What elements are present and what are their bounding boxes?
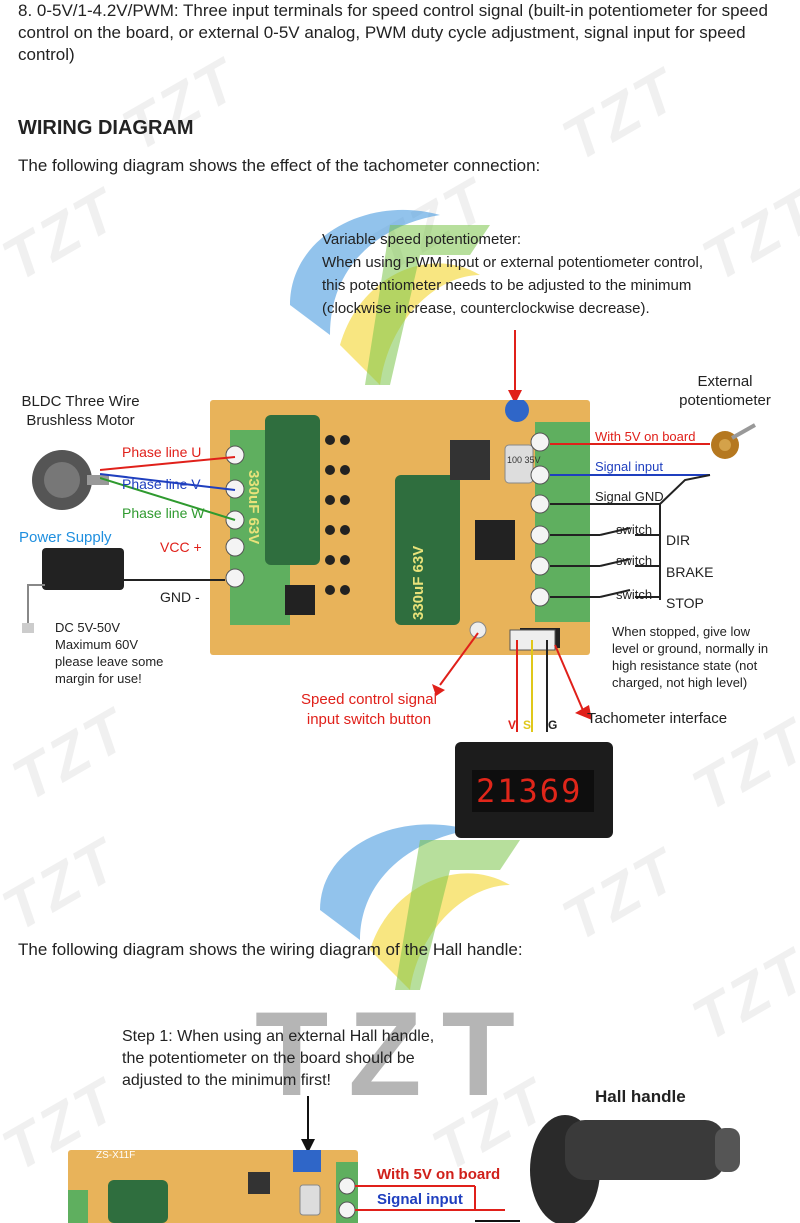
hall-step1-line: Step 1: When using an external Hall hand…: [122, 1028, 435, 1045]
motor-label-line: Brushless Motor: [26, 412, 135, 429]
hall-board-label: ZS-X11F: [96, 1150, 136, 1161]
pot-arrow-icon: [508, 330, 522, 404]
gnd-label: GND -: [160, 589, 200, 605]
brand-logo: [320, 824, 520, 990]
hall-step1-line: the potentiometer on the board should be: [122, 1050, 415, 1067]
pot-note-line: this potentiometer needs to be adjusted …: [322, 277, 692, 294]
stop-note-line: When stopped, give low: [612, 624, 751, 639]
stop-label: STOP: [666, 595, 704, 611]
pot-note-line: Variable speed potentiometer:: [322, 231, 522, 248]
hall-handle-title: Hall handle: [595, 1087, 686, 1106]
hall-board-components: [68, 1150, 358, 1223]
brake-label: BRAKE: [666, 564, 714, 580]
capacitor-label: 330uF 63V: [410, 545, 427, 620]
speed-switch-label: Speed control signal input switch button: [294, 690, 444, 730]
watermark: TZT: [681, 934, 800, 1055]
watermark: TZT: [551, 54, 691, 175]
watermark: TZT: [1, 694, 141, 815]
motor-label-line: BLDC Three Wire: [21, 393, 140, 410]
stop-note-line: high resistance state (not: [612, 658, 758, 673]
stop-note-line: level or ground, normally in: [612, 641, 769, 656]
dc-note: DC 5V-50V Maximum 60V please leave some …: [55, 619, 163, 687]
power-wires: [22, 579, 225, 633]
watermark: TZT: [0, 174, 131, 295]
callout-arrows: [432, 632, 592, 720]
motor-icon: [32, 450, 109, 510]
dc-note-line: please leave some: [55, 654, 164, 669]
switch-label: switch: [616, 587, 653, 602]
ext-pot-label-line: potentiometer: [679, 392, 771, 409]
motor-label: BLDC Three Wire Brushless Motor: [18, 392, 143, 430]
tach-wires: [516, 640, 548, 732]
tach-v-label: V: [508, 718, 517, 732]
with-5v-label: With 5V on board: [595, 429, 696, 444]
dc-note-line: Maximum 60V: [55, 637, 139, 652]
signal-input-label: Signal input: [595, 459, 663, 474]
switch-label: switch: [616, 522, 653, 537]
brand-text-watermark: TZT: [255, 987, 535, 1121]
phase-w-label: Phase line W: [122, 505, 205, 521]
hall-handle-icon: [530, 1115, 740, 1223]
step1-arrow-icon: [301, 1096, 315, 1153]
hall-step1-line: adjusted to the minimum first!: [122, 1072, 331, 1089]
dc-note-line: margin for use!: [55, 671, 142, 686]
watermark: TZT: [691, 174, 800, 295]
tachometer-screen: [472, 770, 594, 812]
vcc-label: VCC +: [160, 539, 202, 555]
right-wires: [550, 443, 711, 600]
signal-gnd-label: Signal GND: [595, 489, 664, 504]
phase-u-label: Phase line U: [122, 444, 202, 460]
tach-interface-label: Tachometer interface: [587, 710, 728, 727]
pot-note-line: When using PWM input or external potenti…: [322, 254, 704, 271]
ext-pot-label: External potentiometer: [670, 372, 780, 410]
board-components: [225, 400, 590, 651]
intro-paragraph: 8. 0-5V/1-4.2V/PWM: Three input terminal…: [18, 1, 768, 64]
hall-step1-note: Step 1: When using an external Hall hand…: [122, 1026, 434, 1092]
phase-wires: [100, 456, 236, 521]
capacitor-label: 100 35V: [507, 455, 541, 465]
hall-signal-input-label: Signal input: [377, 1191, 463, 1208]
watermark: TZT: [551, 834, 691, 955]
dc-note-line: DC 5V-50V: [55, 620, 121, 635]
ext-pot-icon: [711, 423, 756, 459]
watermark: TZT: [0, 824, 131, 945]
pot-note-line: (clockwise increase, counterclockwise de…: [322, 300, 650, 317]
power-supply-label: Power Supply: [19, 529, 112, 546]
dir-label: DIR: [666, 532, 691, 548]
hall-with-5v-label: With 5V on board: [377, 1166, 501, 1183]
brand-logo: [290, 209, 490, 385]
tach-g-label: G: [548, 718, 558, 732]
switch-label: switch: [616, 553, 653, 568]
tachometer-readout: 21369: [476, 772, 583, 810]
ext-pot-label-line: External: [697, 373, 753, 390]
section-heading: WIRING DIAGRAM: [18, 117, 194, 139]
hall-wires: [355, 1185, 520, 1222]
caption-tachometer: The following diagram shows the effect o…: [18, 156, 541, 175]
caption-hall: The following diagram shows the wiring d…: [18, 940, 523, 959]
power-supply-icon: [42, 548, 124, 590]
speed-switch-label-line: Speed control signal: [301, 691, 437, 708]
phase-v-label: Phase line V: [122, 476, 201, 492]
tach-s-label: S: [523, 718, 532, 732]
pot-note: Variable speed potentiometer: When using…: [322, 228, 703, 320]
stop-note-line: charged, not high level): [612, 675, 748, 690]
stop-note: When stopped, give low level or ground, …: [612, 623, 768, 691]
speed-switch-label-line: input switch button: [306, 711, 432, 728]
